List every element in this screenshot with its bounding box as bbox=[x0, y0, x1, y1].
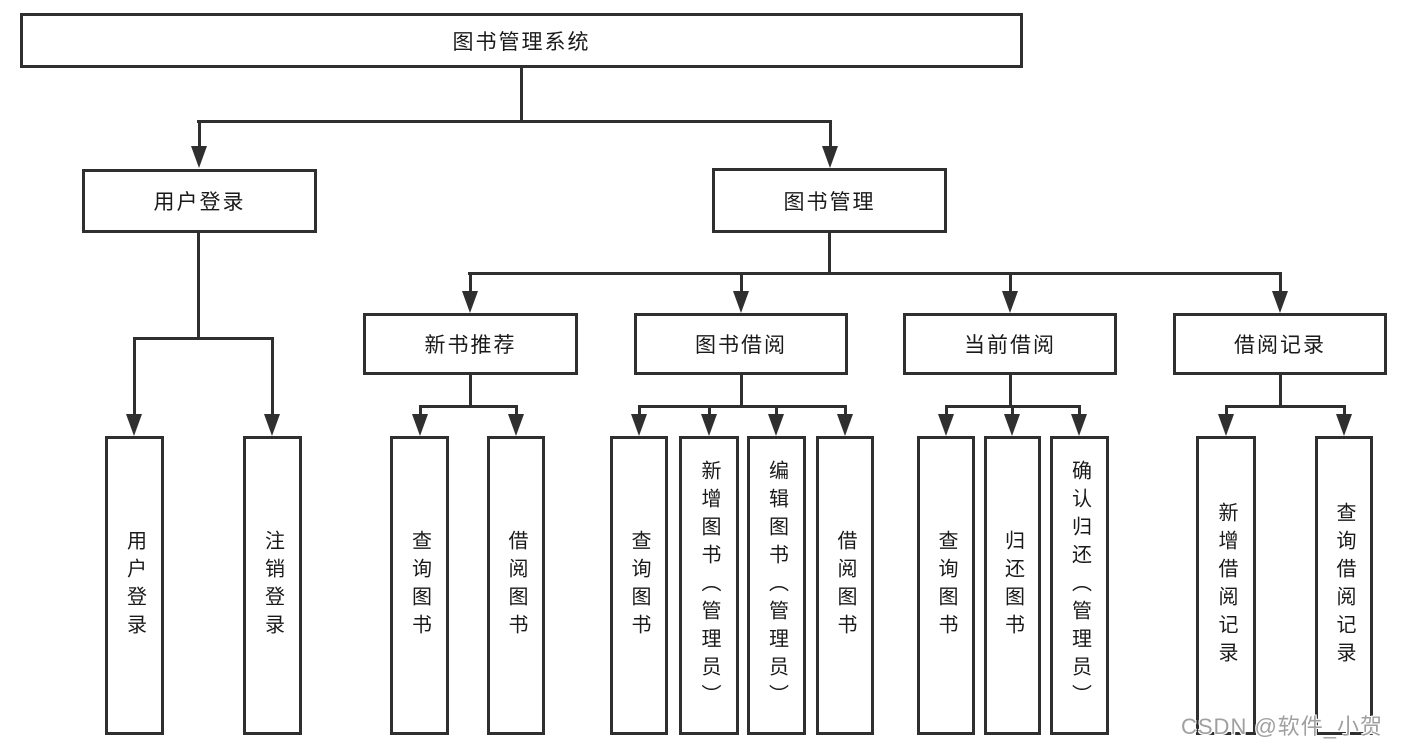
connector-line bbox=[1009, 375, 1012, 405]
connector-line bbox=[468, 272, 1281, 275]
node-user-login: 用户登录 bbox=[82, 169, 317, 233]
connector-line bbox=[1078, 405, 1081, 417]
connector-line bbox=[740, 375, 743, 405]
arrow-down-icon bbox=[462, 291, 478, 313]
connector-line bbox=[1225, 405, 1345, 408]
arrow-down-icon bbox=[508, 414, 524, 436]
arrow-down-icon bbox=[631, 414, 647, 436]
connector-line bbox=[469, 272, 472, 293]
connector-line bbox=[775, 405, 778, 417]
leaf-query-books-2: 查询图书 bbox=[610, 436, 668, 735]
connector-line bbox=[133, 337, 274, 340]
connector-line bbox=[419, 405, 517, 408]
connector-line bbox=[1009, 272, 1012, 293]
connector-line bbox=[133, 337, 136, 415]
leaf-query-books-1: 查询图书 bbox=[390, 436, 449, 735]
node-new-book-recommend: 新书推荐 bbox=[363, 313, 578, 375]
arrow-down-icon bbox=[701, 414, 717, 436]
leaf-borrow-books-1: 借阅图书 bbox=[487, 436, 545, 735]
csdn-watermark: CSDN @软件_小贺同学 bbox=[1181, 714, 1384, 747]
connector-line bbox=[740, 272, 743, 293]
connector-line bbox=[1279, 272, 1282, 293]
arrow-down-icon bbox=[1002, 291, 1018, 313]
arrow-down-icon bbox=[1071, 414, 1087, 436]
arrow-down-icon bbox=[768, 414, 784, 436]
leaf-user-login: 用户登录 bbox=[105, 436, 164, 735]
connector-line bbox=[638, 405, 641, 417]
arrow-down-icon bbox=[822, 146, 838, 168]
connector-line bbox=[469, 375, 472, 405]
leaf-query-books-3: 查询图书 bbox=[917, 436, 975, 735]
connector-line bbox=[1011, 405, 1014, 417]
connector-line bbox=[1343, 405, 1346, 417]
arrow-down-icon bbox=[1004, 414, 1020, 436]
leaf-logout: 注销登录 bbox=[243, 436, 302, 735]
arrow-down-icon bbox=[1218, 414, 1234, 436]
root-node-library-system: 图书管理系统 bbox=[20, 13, 1023, 68]
arrow-down-icon bbox=[126, 414, 142, 436]
connector-line bbox=[520, 68, 523, 120]
arrow-down-icon bbox=[1272, 291, 1288, 313]
connector-line bbox=[708, 405, 711, 417]
leaf-query-borrow-record: 查询借阅记录 bbox=[1315, 436, 1373, 735]
connector-line bbox=[945, 405, 948, 417]
arrow-down-icon bbox=[1336, 414, 1352, 436]
arrow-down-icon bbox=[837, 414, 853, 436]
arrow-down-icon bbox=[412, 414, 428, 436]
connector-line bbox=[1225, 405, 1228, 417]
connector-line bbox=[198, 120, 201, 148]
connector-line bbox=[197, 233, 200, 337]
node-current-borrow: 当前借阅 bbox=[903, 313, 1117, 375]
leaf-borrow-books-2: 借阅图书 bbox=[816, 436, 874, 735]
node-book-management: 图书管理 bbox=[712, 168, 947, 233]
leaf-return-book: 归还图书 bbox=[984, 436, 1041, 735]
connector-line bbox=[844, 405, 847, 417]
leaf-edit-book-admin: 编辑图书（管理员） bbox=[747, 436, 806, 735]
leaf-confirm-return-admin: 确认归还（管理员） bbox=[1050, 436, 1109, 735]
connector-line bbox=[515, 405, 518, 417]
arrow-down-icon bbox=[191, 146, 207, 168]
connector-line bbox=[828, 233, 831, 272]
leaf-add-book-admin: 新增图书（管理员） bbox=[679, 436, 739, 735]
connector-line bbox=[271, 337, 274, 415]
connector-line bbox=[197, 120, 832, 123]
connector-line bbox=[829, 120, 832, 148]
node-borrow-records: 借阅记录 bbox=[1173, 313, 1387, 375]
arrow-down-icon bbox=[264, 414, 280, 436]
node-book-borrow: 图书借阅 bbox=[634, 313, 848, 375]
connector-line bbox=[1279, 375, 1282, 405]
arrow-down-icon bbox=[733, 291, 749, 313]
arrow-down-icon bbox=[938, 414, 954, 436]
connector-line bbox=[638, 405, 846, 408]
connector-line bbox=[419, 405, 422, 417]
leaf-add-borrow-record: 新增借阅记录 bbox=[1196, 436, 1256, 735]
